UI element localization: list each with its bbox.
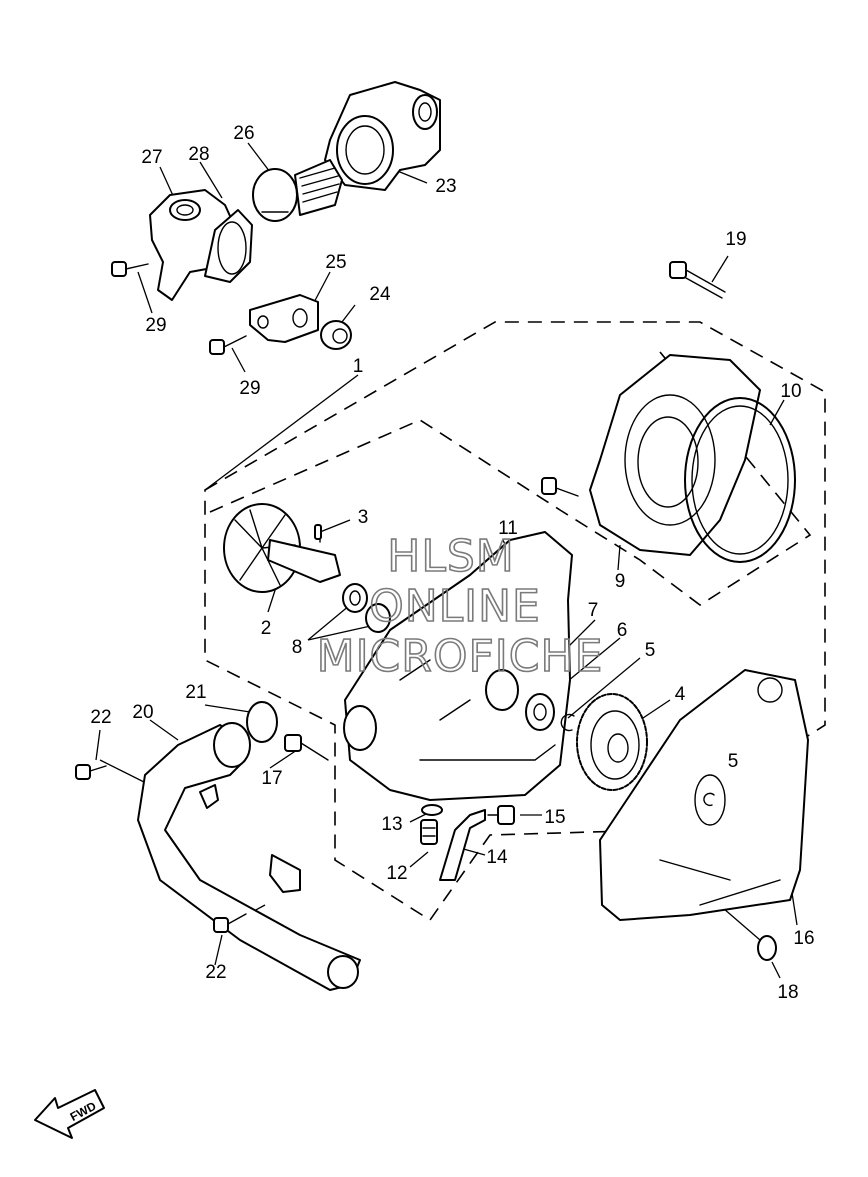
o-ring-10 <box>684 397 796 563</box>
part-label: 11 <box>498 518 518 539</box>
part-label: 1 <box>353 356 364 377</box>
bolt-11 <box>541 477 579 497</box>
dowel-18 <box>757 935 777 961</box>
part-label: 14 <box>486 847 508 868</box>
part-label: 26 <box>233 123 254 144</box>
drive-gear <box>576 693 648 791</box>
part-label: 21 <box>185 682 206 703</box>
circlip-5b <box>703 792 715 807</box>
part-label: 8 <box>292 637 303 658</box>
drain-bolt-12 <box>420 819 438 845</box>
gasket-16 <box>599 669 809 921</box>
part-label: 2 <box>261 618 272 639</box>
thermostat-housing <box>324 81 441 191</box>
part-label: 4 <box>675 684 686 705</box>
cover-outline <box>209 351 812 606</box>
part-label: 29 <box>239 378 260 399</box>
bolt-22-lower <box>213 913 247 933</box>
pin-3 <box>314 524 322 540</box>
part-label: 3 <box>358 507 369 528</box>
water-outlet <box>149 189 253 301</box>
part-number-labels: 1 2 3 4 5 5 6 7 8 9 10 11 12 13 14 15 16… <box>90 123 814 1003</box>
impeller <box>223 503 341 593</box>
part-label: 18 <box>777 982 798 1003</box>
bolt-29-upper <box>111 261 149 277</box>
watermark-line: ONLINE <box>369 581 541 632</box>
part-label: 5 <box>728 751 739 772</box>
seal-8a <box>342 583 368 613</box>
part-label: 22 <box>90 707 111 728</box>
water-pipe <box>137 722 361 991</box>
watermark-line: HLSM <box>387 531 515 582</box>
assembly-outline-1 <box>204 321 826 922</box>
part-label: 9 <box>615 571 626 592</box>
bolt-19 <box>669 261 726 299</box>
part-label: 7 <box>588 600 599 621</box>
pump-cover <box>589 354 761 556</box>
part-label: 25 <box>325 252 346 273</box>
fitting-15 <box>487 805 515 825</box>
forward-direction-arrow: FWD <box>34 1089 105 1139</box>
part-label: 22 <box>205 962 226 983</box>
part-label: 6 <box>617 620 628 641</box>
part-label: 29 <box>145 315 166 336</box>
part-label: 23 <box>435 176 456 197</box>
part-label: 20 <box>132 702 153 723</box>
bolt-29-lower <box>209 335 247 355</box>
watermark-line: MICROFICHE <box>317 631 604 682</box>
part-label: 5 <box>645 640 656 661</box>
part-label: 28 <box>188 144 209 165</box>
part-label: 13 <box>381 814 402 835</box>
seal-8b <box>365 603 391 633</box>
part-label: 27 <box>141 147 162 168</box>
washer-13 <box>421 804 443 816</box>
hose-14 <box>439 809 486 881</box>
thermostat <box>252 159 343 222</box>
part-label: 16 <box>793 928 814 949</box>
part-label: 15 <box>544 807 565 828</box>
o-ring-21 <box>246 701 278 743</box>
circlip-5 <box>560 713 575 732</box>
part-label: 19 <box>725 229 746 250</box>
bracket <box>249 294 319 343</box>
part-label: 10 <box>780 381 801 402</box>
part-label: 12 <box>386 863 407 884</box>
part-label: 24 <box>369 284 391 305</box>
part-label: 17 <box>261 768 282 789</box>
watermark: HLSM ONLINE MICROFICHE <box>316 530 604 683</box>
pump-body <box>343 531 573 801</box>
bolt-17 <box>284 734 329 761</box>
bolt-22-upper <box>75 764 107 780</box>
collar <box>320 320 352 350</box>
